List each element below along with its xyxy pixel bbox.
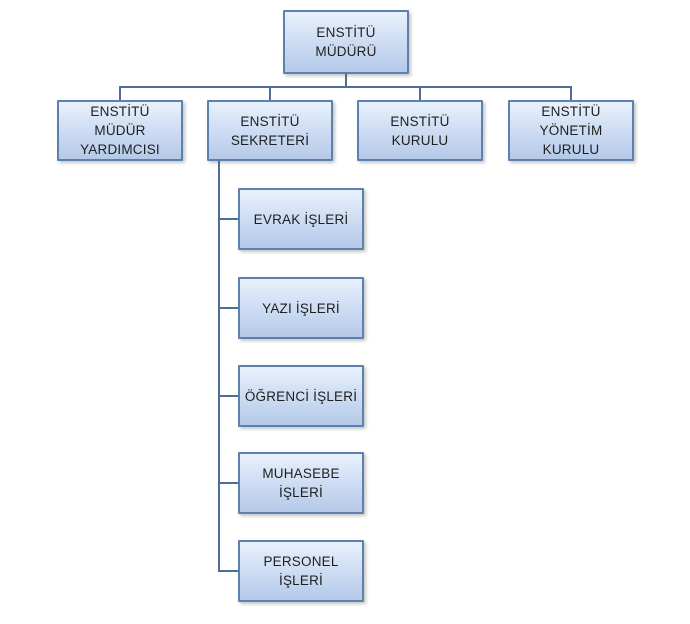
org-node-institute-director: ENSTİTÜ MÜDÜRÜ <box>283 10 409 74</box>
connector-level2-stub-2 <box>269 86 271 100</box>
connector-level2-stub-4 <box>570 86 572 100</box>
connector-level2-stub-1 <box>119 86 121 100</box>
connector-secretary-stub-2 <box>218 307 238 309</box>
connector-root-drop <box>345 74 347 88</box>
connector-secretary-stub-1 <box>218 218 238 220</box>
org-node-label: EVRAK İŞLERİ <box>253 211 349 227</box>
org-node-label: MUHASEBE İŞLERİ <box>262 466 340 500</box>
connector-secretary-stub-3 <box>218 395 238 397</box>
connector-level2-stub-3 <box>419 86 421 100</box>
org-node-label: YAZI İŞLERİ <box>262 300 340 316</box>
org-node-institute-board: ENSTİTÜ KURULU <box>357 100 483 161</box>
org-node-label: ENSTİTÜ MÜDÜRÜ <box>315 25 377 59</box>
org-node-label: ÖĞRENCİ İŞLERİ <box>244 388 358 404</box>
org-node-correspondence-affairs: YAZI İŞLERİ <box>238 277 364 339</box>
org-node-institute-secretary: ENSTİTÜ SEKRETERİ <box>207 100 333 161</box>
org-node-accounting-affairs: MUHASEBE İŞLERİ <box>238 452 364 514</box>
org-node-label: ENSTİTÜ KURULU <box>390 113 450 148</box>
org-node-document-affairs: EVRAK İŞLERİ <box>238 188 364 250</box>
org-node-executive-board: ENSTİTÜ YÖNETİM KURULU <box>508 100 634 161</box>
org-node-label: ENSTİTÜ MÜDÜR YARDIMCISI <box>80 104 160 157</box>
org-node-label: PERSONEL İŞLERİ <box>263 554 339 588</box>
org-node-deputy-director: ENSTİTÜ MÜDÜR YARDIMCISI <box>57 100 183 161</box>
connector-secretary-spine <box>218 161 220 572</box>
connector-level2-rail <box>119 86 572 88</box>
org-node-label: ENSTİTÜ SEKRETERİ <box>230 113 310 148</box>
connector-secretary-stub-5 <box>218 570 238 572</box>
org-node-student-affairs: ÖĞRENCİ İŞLERİ <box>238 365 364 427</box>
connector-secretary-stub-4 <box>218 482 238 484</box>
org-node-label: ENSTİTÜ YÖNETİM KURULU <box>539 104 603 157</box>
org-node-personnel-affairs: PERSONEL İŞLERİ <box>238 540 364 602</box>
